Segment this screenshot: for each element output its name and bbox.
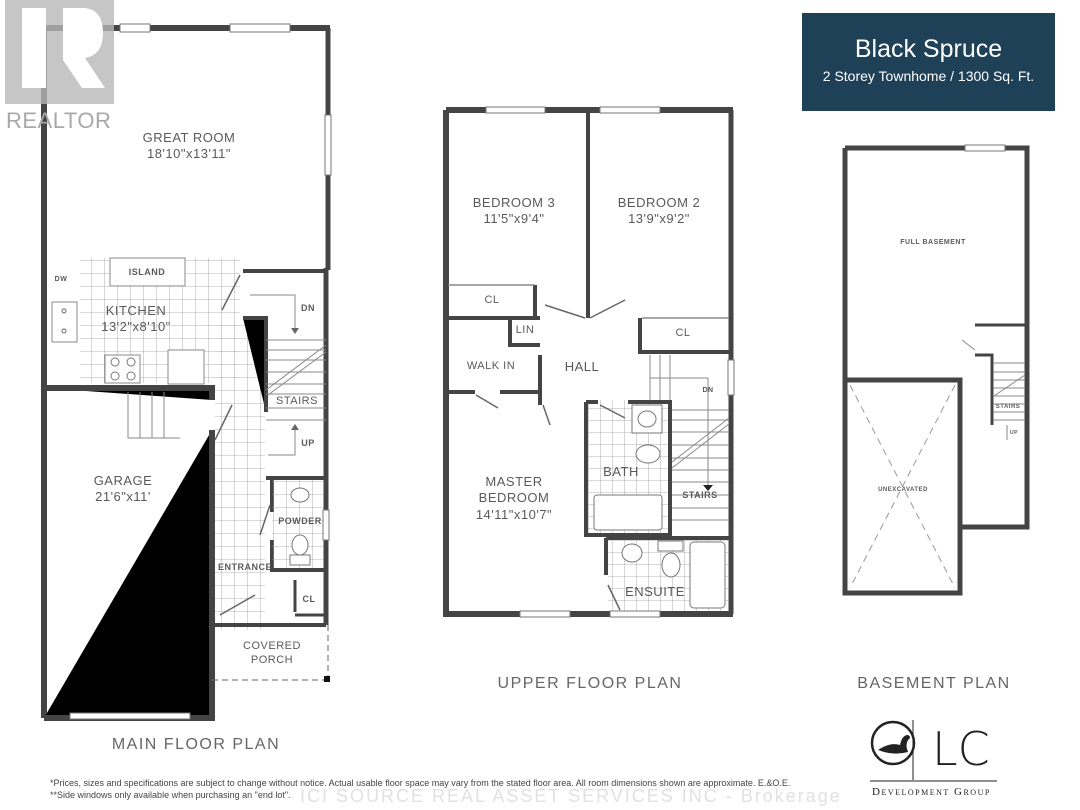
disclaimer-line-2: **Side windows only available when purch… bbox=[50, 790, 291, 800]
basement-stairs-up-label: UP bbox=[1010, 430, 1018, 436]
main-floor-plan bbox=[41, 23, 332, 721]
upper-floor-plan-title: UPPER FLOOR PLAN bbox=[497, 675, 683, 692]
loon-icon bbox=[870, 720, 997, 782]
realtor-r-icon bbox=[0, 0, 114, 110]
full-basement-label: FULL BASEMENT bbox=[900, 239, 966, 246]
model-name: Black Spruce bbox=[854, 35, 1003, 63]
basement-stairs-label: STAIRS bbox=[995, 404, 1021, 410]
hall-label: HALL bbox=[564, 359, 600, 374]
lc-logo-mark: LC bbox=[932, 722, 990, 776]
bath-label: BATH bbox=[603, 464, 639, 479]
model-title-box: Black Spruce 2 Storey Townhome / 1300 Sq… bbox=[802, 13, 1055, 111]
unexcavated-label: UNEXCAVATED bbox=[878, 487, 928, 493]
closet-label: CL bbox=[302, 594, 316, 604]
walk-in-closet-label: WALK IN bbox=[466, 360, 516, 372]
bedroom-3-closet-label: CL bbox=[484, 294, 500, 306]
stairs-up-label: UP bbox=[301, 438, 315, 448]
lc-logo-name: Development Group bbox=[872, 786, 991, 798]
basement-plan-title: BASEMENT PLAN bbox=[857, 675, 1011, 692]
stairs-label: STAIRS bbox=[276, 395, 318, 407]
realtor-wordmark: REALTOR bbox=[6, 108, 112, 133]
linen-closet-label: LIN bbox=[515, 324, 535, 336]
bedroom-2-closet-label: CL bbox=[675, 327, 691, 339]
island-label: ISLAND bbox=[128, 267, 166, 277]
upper-stairs-down-label: DN bbox=[702, 387, 714, 394]
brokerage-watermark: ICI SOURCE REAL ASSET SERVICES INC - Bro… bbox=[300, 786, 842, 806]
basement-plan bbox=[842, 144, 1030, 596]
entrance-label: ENTRANCE bbox=[217, 562, 273, 572]
upper-stairs-label: STAIRS bbox=[682, 490, 718, 500]
powder-room-label: POWDER bbox=[278, 516, 322, 526]
disclaimer-line-1: *Prices, sizes and specifications are su… bbox=[50, 778, 791, 788]
model-subtitle: 2 Storey Townhome / 1300 Sq. Ft. bbox=[822, 68, 1035, 84]
main-floor-plan-title: MAIN FLOOR PLAN bbox=[111, 736, 281, 753]
dishwasher-label: DW bbox=[54, 276, 68, 283]
stairs-down-label: DN bbox=[301, 303, 315, 313]
ensuite-label: ENSUITE bbox=[625, 584, 685, 599]
upper-floor-plan bbox=[443, 106, 735, 618]
disclaimer: *Prices, sizes and specifications are su… bbox=[50, 777, 790, 801]
